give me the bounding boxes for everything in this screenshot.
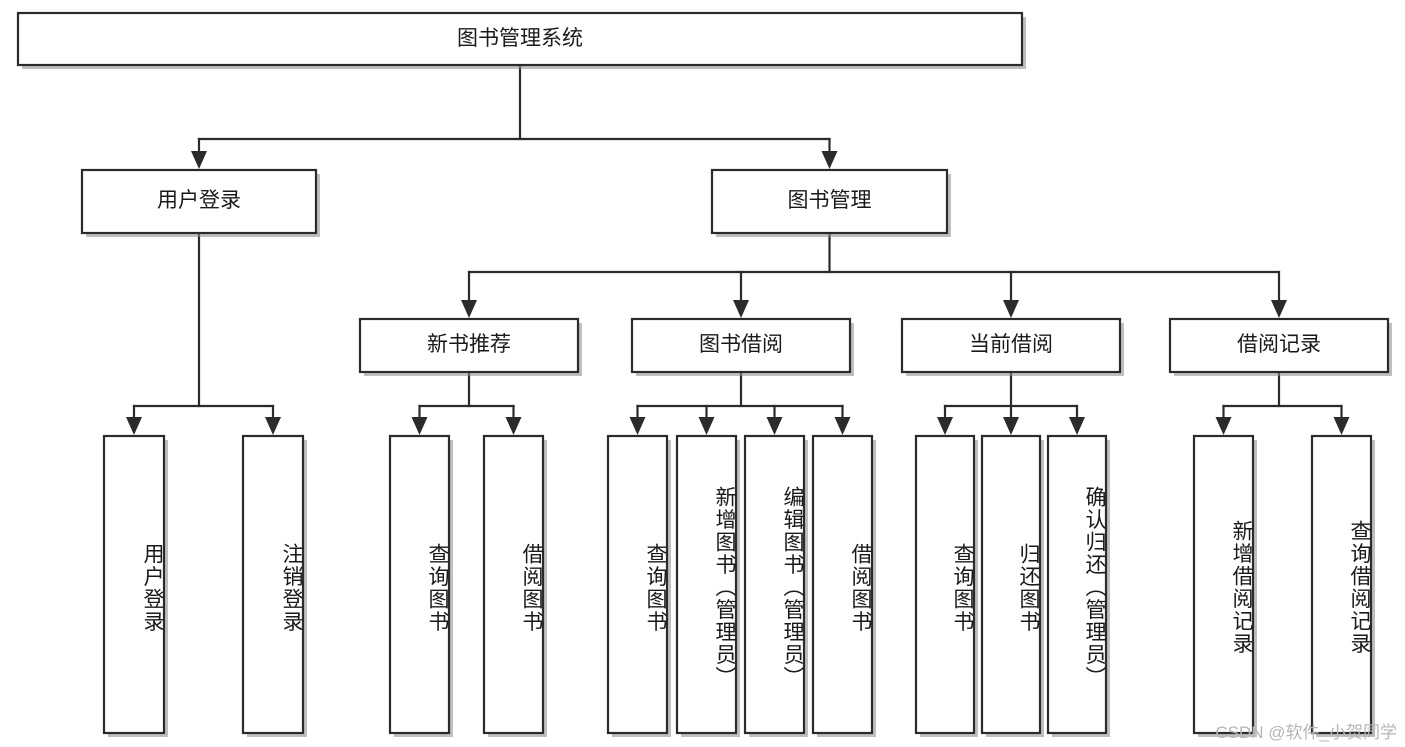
edge-arrowhead — [629, 417, 646, 435]
watermark-text: CSDN @软件_小贺同学 — [1215, 723, 1397, 742]
node-leaf-cur-3[interactable] — [1048, 436, 1106, 733]
edge-arrowhead — [733, 300, 749, 318]
node-leaf-rec-2[interactable] — [1312, 436, 1371, 733]
node-box-leaf-bor-1 — [606, 434, 669, 735]
edge-arrowhead — [461, 300, 477, 318]
node-box-root — [16, 11, 1024, 67]
node-newbook[interactable] — [360, 319, 578, 372]
node-leaf-cur-1[interactable] — [916, 436, 974, 733]
edge-arrowhead — [821, 151, 838, 169]
node-box-leaf-login-1 — [102, 434, 166, 735]
node-box-leaf-bor-4 — [811, 434, 874, 735]
edge-arrowhead — [1003, 417, 1019, 435]
node-leaf-rec-1[interactable] — [1194, 436, 1253, 733]
edge-arrowhead — [698, 417, 715, 435]
node-leaf-bor-2[interactable] — [677, 436, 736, 733]
edge-arrowhead — [766, 417, 783, 435]
node-box-leaf-rec-2 — [1310, 434, 1373, 735]
node-box-leaf-bor-2 — [675, 434, 738, 735]
edge-arrowhead — [1333, 417, 1350, 435]
edge-arrowhead — [834, 417, 851, 435]
node-leaf-cur-2[interactable] — [982, 436, 1040, 733]
edge-arrowhead — [1271, 300, 1287, 318]
node-leaf-login-1[interactable] — [104, 436, 164, 733]
node-leaf-new-2[interactable] — [484, 436, 543, 733]
edge-arrowhead — [505, 417, 522, 435]
node-bookmgmt[interactable] — [712, 170, 947, 233]
edge-arrowhead — [265, 417, 281, 435]
node-box-leaf-cur-3 — [1046, 434, 1108, 735]
node-box-borrow — [630, 317, 852, 374]
node-leaf-new-1[interactable] — [390, 436, 449, 733]
node-box-leaf-cur-2 — [980, 434, 1042, 735]
edge-arrowhead — [411, 417, 428, 435]
node-leaf-bor-4[interactable] — [813, 436, 872, 733]
node-box-login — [80, 168, 318, 235]
node-leaf-login-2[interactable] — [243, 436, 303, 733]
node-box-bookmgmt — [710, 168, 949, 235]
node-root[interactable] — [18, 13, 1022, 65]
node-leaf-bor-3[interactable] — [745, 436, 804, 733]
node-box-leaf-new-1 — [388, 434, 451, 735]
edge-arrowhead — [1215, 417, 1232, 435]
node-layer — [16, 11, 1392, 737]
edge-arrowhead — [191, 151, 207, 169]
node-box-leaf-cur-1 — [914, 434, 976, 735]
node-box-leaf-login-2 — [241, 434, 305, 735]
edge-arrowhead — [1003, 300, 1019, 318]
node-leaf-bor-1[interactable] — [608, 436, 667, 733]
node-box-newbook — [358, 317, 580, 374]
node-box-leaf-new-2 — [482, 434, 545, 735]
edge-arrowhead — [126, 417, 142, 435]
node-current[interactable] — [902, 319, 1120, 372]
node-box-leaf-rec-1 — [1192, 434, 1255, 735]
edge-layer — [126, 63, 1350, 435]
edge-arrowhead — [1069, 417, 1085, 435]
node-box-current — [900, 317, 1122, 374]
node-box-records — [1168, 317, 1390, 374]
node-records[interactable] — [1170, 319, 1388, 372]
node-box-leaf-bor-3 — [743, 434, 806, 735]
edge-arrowhead — [937, 417, 953, 435]
node-login[interactable] — [82, 170, 316, 233]
node-borrow[interactable] — [632, 319, 850, 372]
